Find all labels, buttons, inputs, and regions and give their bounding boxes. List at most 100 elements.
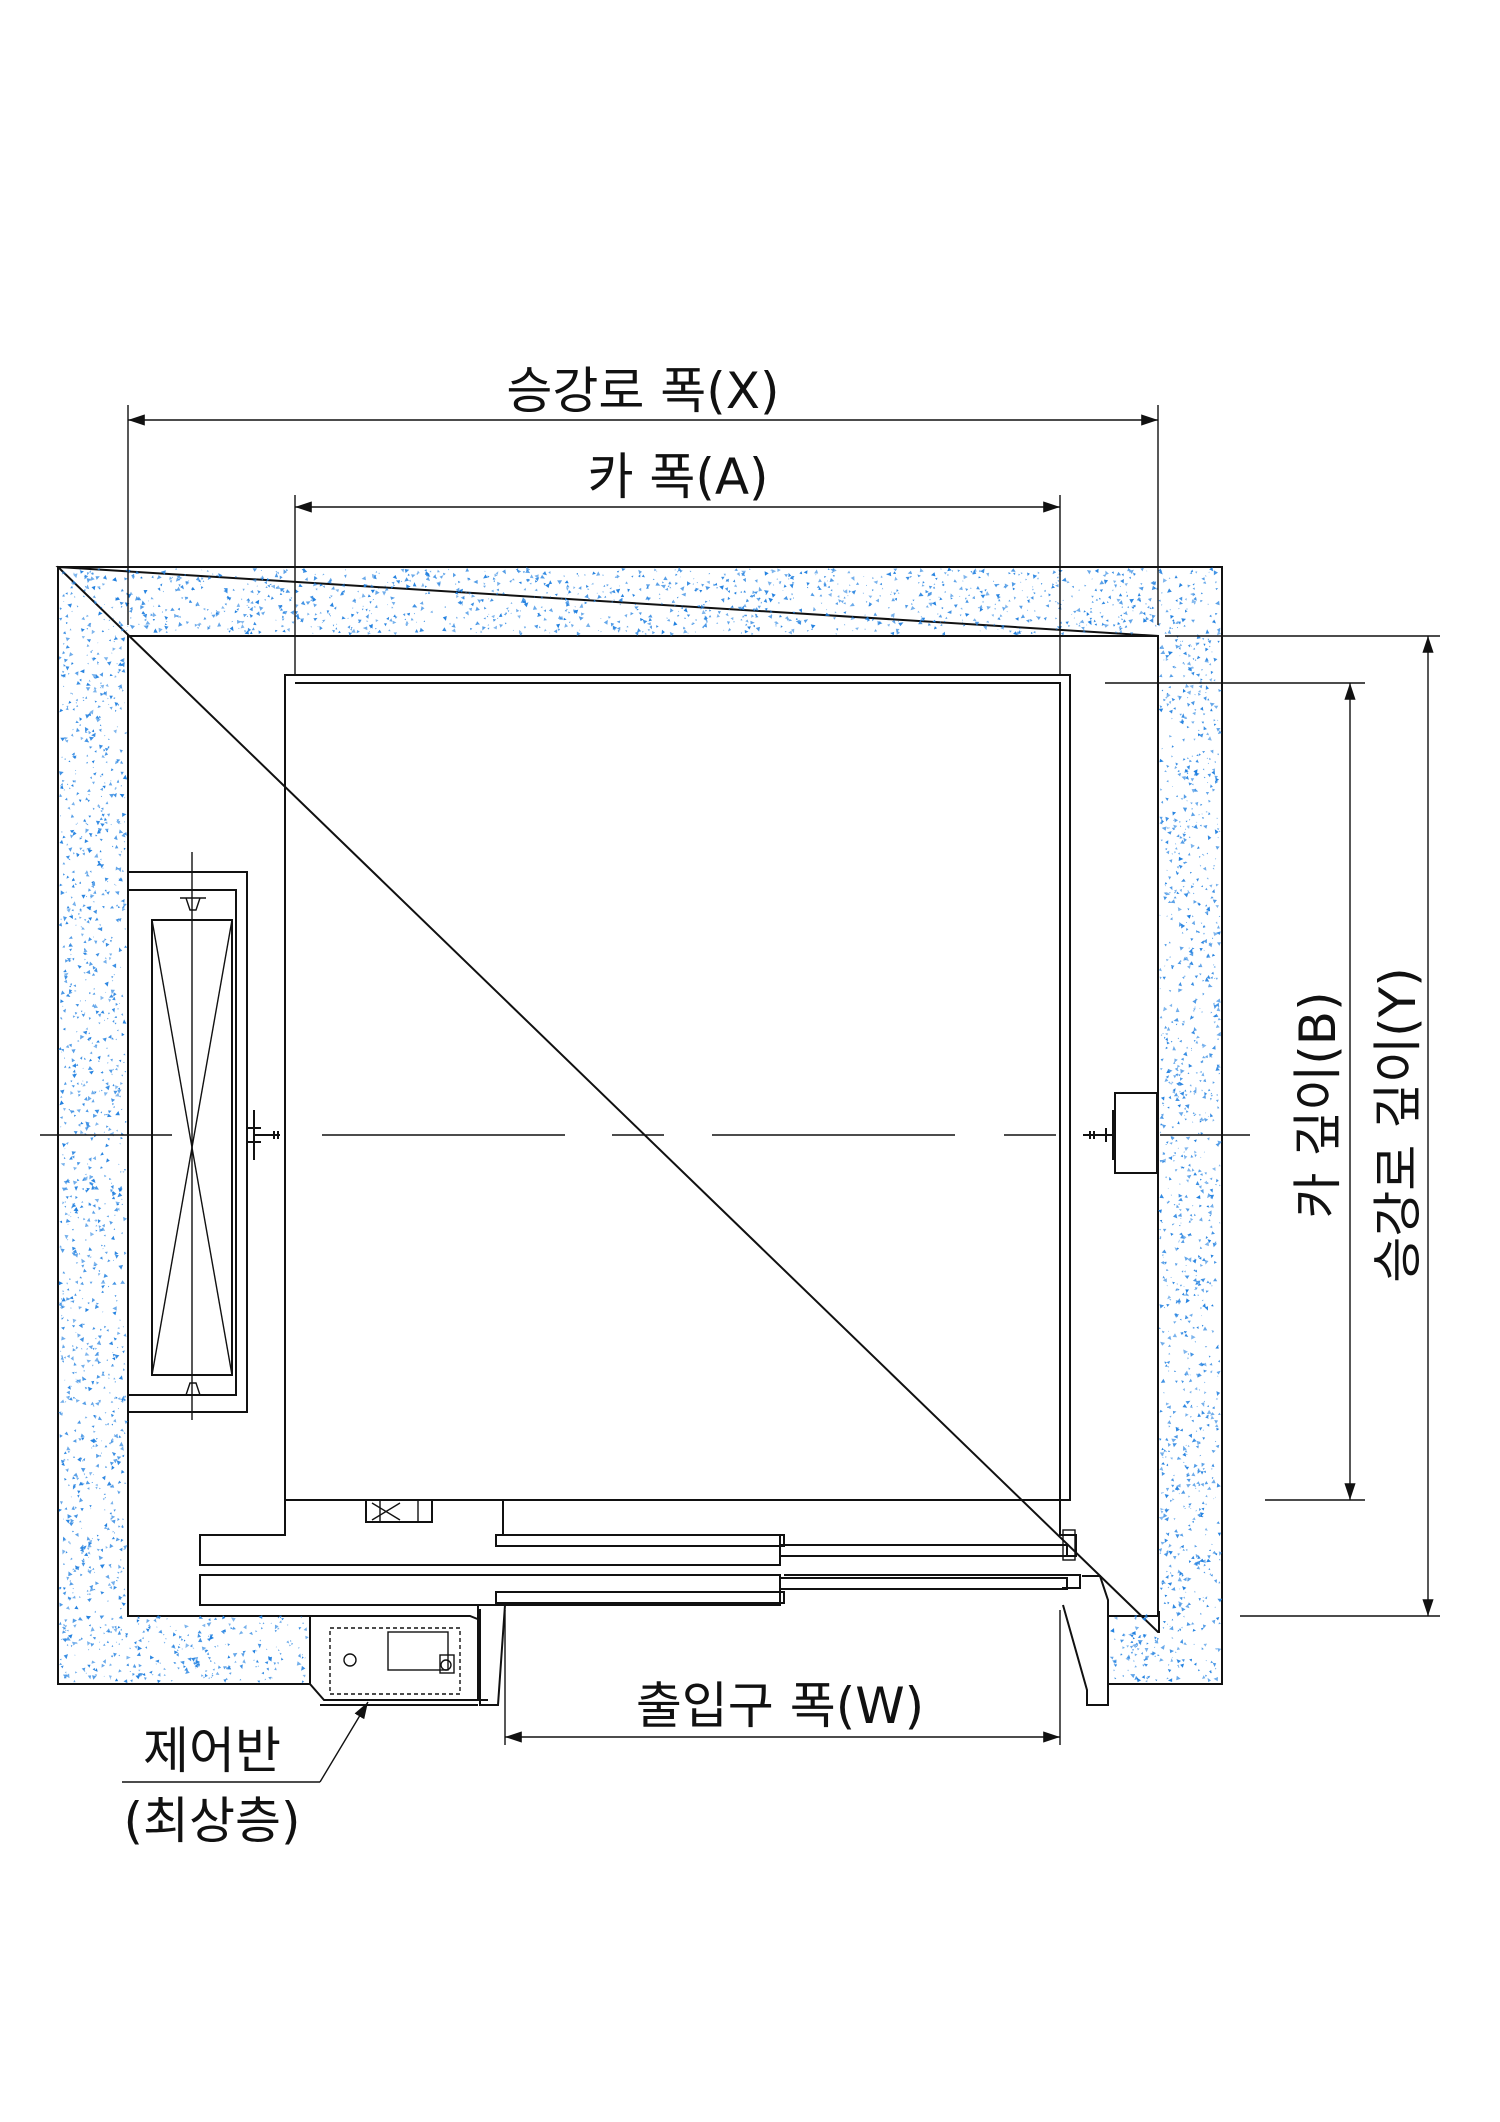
speckle [72, 1592, 74, 1594]
speckle [578, 586, 582, 590]
speckle [982, 600, 984, 603]
speckle [1167, 831, 1172, 835]
speckle [1169, 1649, 1174, 1654]
speckle [136, 1652, 141, 1657]
speckle [1178, 1601, 1183, 1606]
speckle [61, 570, 66, 575]
speckle [1167, 1669, 1172, 1673]
speckle [576, 631, 581, 636]
speckle [1172, 1498, 1175, 1501]
speckle [117, 867, 122, 872]
speckle [89, 992, 91, 995]
speckle [740, 632, 742, 634]
speckle [331, 586, 335, 590]
speckle [59, 883, 63, 887]
speckle [59, 656, 62, 660]
speckle [1176, 1456, 1182, 1460]
speckle [1176, 872, 1180, 876]
speckle [1163, 1261, 1167, 1265]
speckle [111, 976, 114, 979]
speckle [87, 788, 91, 792]
speckle [88, 888, 92, 892]
speckle [420, 606, 425, 612]
speckle [1185, 1591, 1187, 1593]
speckle [1215, 977, 1218, 980]
speckle [64, 1212, 69, 1216]
speckle [1210, 1113, 1214, 1118]
speckle [540, 606, 543, 609]
speckle [73, 1207, 79, 1212]
speckle [94, 940, 98, 945]
speckle [80, 1034, 85, 1040]
speckle [66, 1446, 71, 1451]
speckle [1183, 1642, 1187, 1646]
speckle [210, 1659, 212, 1662]
speckle [519, 610, 521, 612]
speckle [249, 606, 253, 612]
speckle [332, 629, 335, 633]
speckle [79, 881, 82, 884]
speckle [63, 1587, 66, 1590]
speckle [104, 782, 106, 784]
speckle [1197, 1468, 1200, 1471]
speckle [118, 1669, 122, 1673]
speckle [897, 620, 899, 622]
speckle [1172, 665, 1175, 669]
speckle [77, 1420, 81, 1424]
speckle [60, 999, 64, 1003]
speckle [118, 1643, 120, 1645]
speckle [716, 622, 719, 624]
speckle [953, 579, 958, 583]
speckle [71, 610, 73, 613]
speckle [1194, 1269, 1198, 1273]
speckle [457, 580, 461, 584]
speckle [1159, 821, 1163, 825]
speckle [82, 852, 85, 856]
speckle [1119, 585, 1122, 587]
speckle [789, 575, 794, 580]
speckle [1186, 914, 1191, 919]
speckle [515, 568, 519, 571]
speckle [111, 980, 114, 982]
speckle [72, 1530, 74, 1533]
speckle [83, 919, 87, 922]
speckle [979, 569, 981, 573]
speckle [831, 571, 834, 573]
speckle [1188, 947, 1190, 949]
speckle [1174, 818, 1178, 823]
speckle [967, 594, 971, 596]
speckle [1004, 583, 1009, 589]
speckle [764, 607, 768, 612]
speckle [1187, 1357, 1190, 1360]
speckle [210, 1676, 213, 1679]
speckle [95, 1122, 99, 1126]
speckle [75, 1196, 78, 1200]
speckle [201, 1674, 204, 1677]
speckle [64, 1379, 66, 1381]
speckle [81, 1527, 83, 1529]
speckle [1052, 583, 1055, 586]
speckle [1191, 671, 1195, 676]
speckle [1202, 751, 1206, 754]
speckle [806, 586, 809, 589]
speckle [1141, 1675, 1145, 1679]
speckle [64, 1431, 69, 1436]
speckle [1179, 1533, 1184, 1537]
speckle [313, 582, 318, 587]
speckle [1199, 1070, 1202, 1073]
speckle [102, 1311, 104, 1313]
speckle [92, 992, 96, 995]
speckle [1194, 1258, 1197, 1261]
speckle [1205, 904, 1208, 907]
speckle [862, 592, 865, 594]
speckle [81, 1559, 85, 1564]
speckle [88, 1556, 90, 1558]
speckle [99, 850, 102, 853]
speckle [591, 582, 594, 585]
speckle [1210, 1573, 1213, 1577]
speckle [625, 630, 627, 632]
speckle [1176, 1659, 1182, 1664]
speckle [586, 584, 589, 588]
speckle [1215, 1184, 1217, 1186]
speckle [965, 597, 967, 600]
